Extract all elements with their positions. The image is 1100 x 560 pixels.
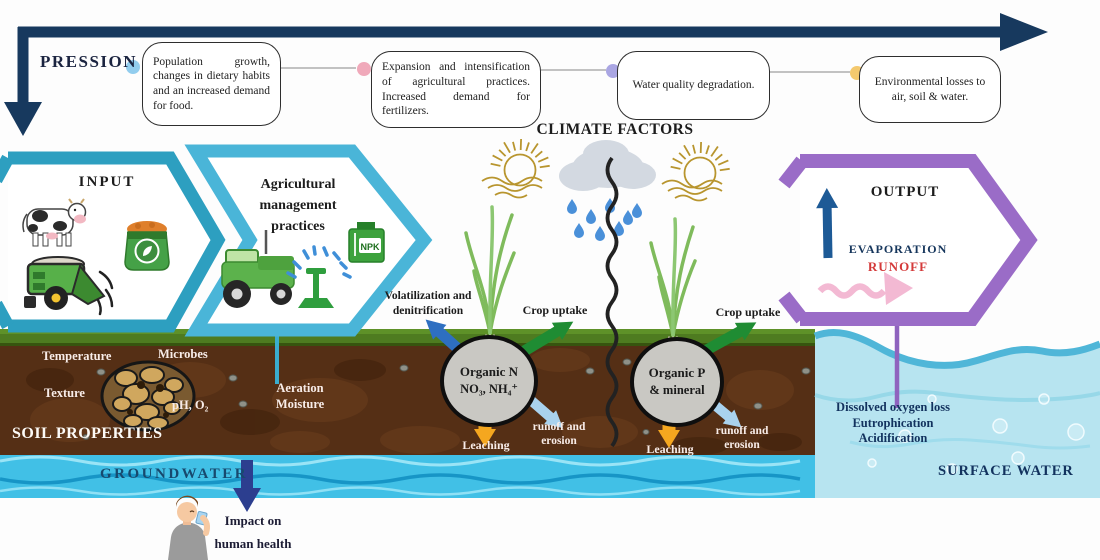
impact-line2-label: human health [214,536,292,551]
pressure-stage-box-1: Population growth, changes in dietary ha… [142,42,281,126]
sun-icon [661,141,731,202]
evaporation-label: EVAPORATION [848,242,948,256]
manure-spreader-icon [24,256,114,316]
runoff-wavy-arrow-icon [817,272,913,305]
runoff-erosion-label-2: runoff and erosion [715,425,769,452]
pressure-stage-box-4: Environmental losses to air, soil & wate… [859,56,1001,123]
manure-bag-icon [124,221,170,271]
runoff-label: RUNOFF [867,259,929,274]
ph-o2-label: pH, O₂ [172,398,209,412]
tractor-icon [221,230,295,308]
crop-uptake-label-1: Crop uptake [522,303,588,317]
organic-p-forms: & mineral [649,383,705,398]
groundwater-impact-arrow-icon [233,460,261,512]
organic-n-forms: NO₃, NH₄⁺ [460,382,518,397]
sprinkler-icon [286,245,352,308]
soil-properties-title: SOIL PROPERTIES [12,425,163,442]
evaporation-arrow-icon [816,188,839,259]
output-chevron [778,154,1038,326]
volatilization-label: Volatilization and denitrification [384,290,472,317]
runoff-erosion-label-1: runoff and erosion [532,421,586,448]
surface-water [813,328,1100,498]
rock-cluster-icon [100,360,196,432]
pression-label: PRESSION [40,52,138,71]
moisture-label: Moisture [275,397,325,411]
management-label: Agricultural management practices [259,177,337,234]
cow-icon [22,198,87,247]
climate-squiggle-line [605,156,619,448]
organic-n-title: Organic N [459,364,519,380]
temperature-label: Temperature [42,349,112,363]
organic-p-title: Organic P [648,365,706,381]
stage-connector-line [281,67,850,73]
dissolved-oxygen-label: Dissolved oxygen loss [836,400,950,414]
input-label: INPUT [78,174,136,190]
sun-icon [481,138,551,199]
climate-factors-title: CLIMATE FACTORS [536,121,694,138]
crop-plant-icon [464,205,697,353]
leaching-label-1: Leaching [462,438,510,452]
organic-p-circle: Organic P & mineral [630,337,724,427]
surface-water-label: SURFACE WATER [938,463,1074,479]
npk-label: NPK [360,242,380,252]
pressure-flow-arrow [4,13,1048,136]
aeration-label: Aeration [276,381,324,395]
impact-line1-label: Impact on [224,513,282,528]
groundwater-label: GROUNDWATER [100,466,249,482]
crop-uptake-label-2: Crop uptake [715,305,781,319]
acidification-label: Acidification [858,431,928,445]
output-label: OUTPUT [870,184,940,200]
leaching-label-2: Leaching [646,442,694,456]
microbes-label: Microbes [158,347,208,361]
crop-uptake-arrow-icon [518,321,574,358]
pressure-stage-box-3: Water quality degradation. [617,51,770,120]
eutrophication-label: Eutrophication [852,416,934,430]
person-drinking-icon [168,495,210,560]
pressure-stage-box-2: Expansion and intensification of agricul… [371,51,541,128]
npk-bag-icon: NPK [348,222,385,263]
groundwater-band [0,455,815,498]
rain-drops-icon [567,198,642,241]
organic-n-circle: Organic N NO₃, NH₄⁺ [440,335,538,427]
texture-label: Texture [44,386,85,400]
